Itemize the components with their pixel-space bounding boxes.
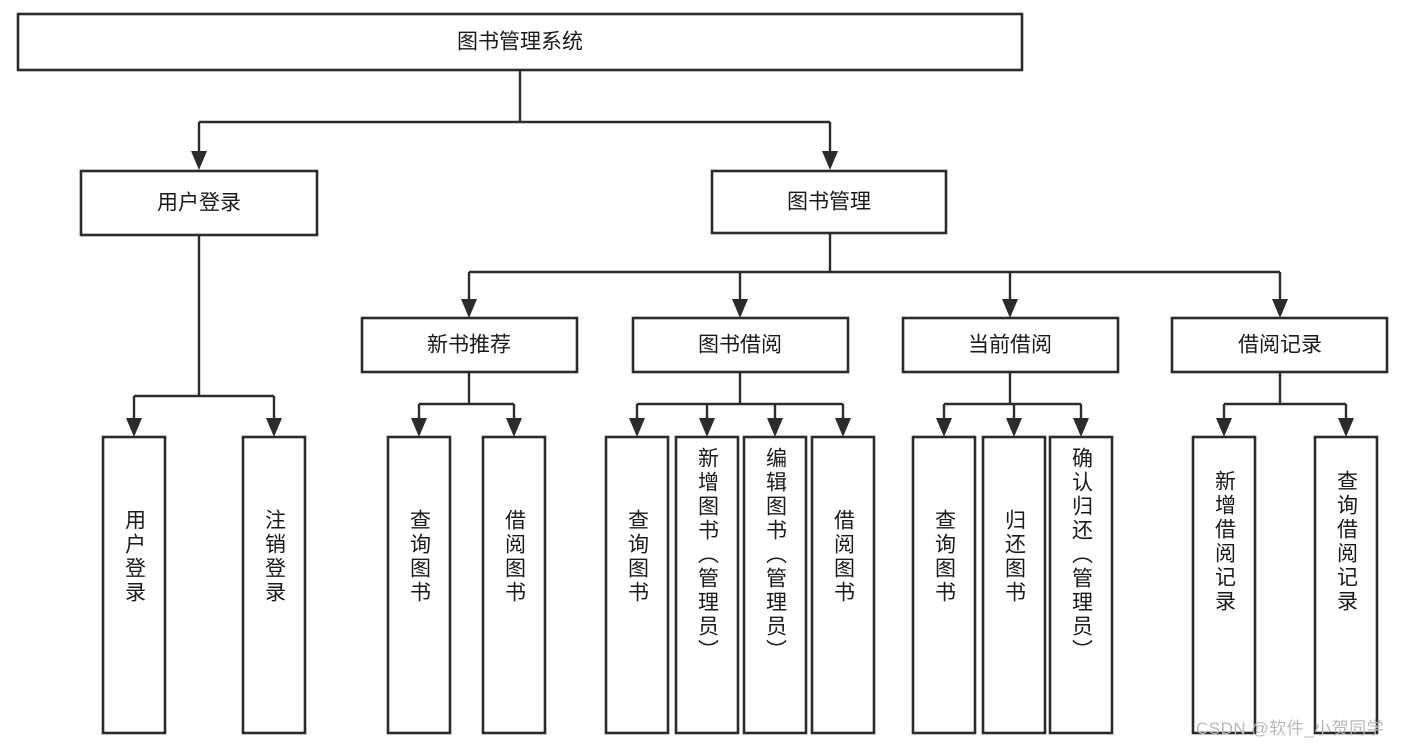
node-root-label: 图书管理系统 <box>457 31 583 54</box>
node-current-borrow[interactable]: 当前借阅 <box>901 316 1120 374</box>
node-leaf-user-login[interactable]: 用户登录 <box>101 435 167 735</box>
node-leaf-query-book-3[interactable]: 查询图书 <box>911 435 977 735</box>
connector-book-borrow-to-leaves <box>635 372 845 420</box>
node-leaf-add-book-label: 新增图书（管理员） <box>696 447 720 663</box>
connector-book-manage-to-level3 <box>467 233 1282 300</box>
node-leaf-borrow-book-1-label: 借阅图书 <box>503 509 527 605</box>
arrowhead-to-leaf-borrow-book-1 <box>506 418 522 437</box>
node-leaf-confirm-return-label: 确认归还（管理员） <box>1070 447 1094 663</box>
node-leaf-user-logout[interactable]: 注销登录 <box>241 435 307 735</box>
node-new-book-recommend[interactable]: 新书推荐 <box>360 316 579 374</box>
connector-user-login-to-leaves <box>132 235 276 420</box>
node-user-login-label: 用户登录 <box>157 192 241 215</box>
node-leaf-query-record[interactable]: 查询借阅记录 <box>1313 435 1379 735</box>
arrowhead-to-leaf-return-book <box>1006 418 1022 437</box>
node-leaf-return-book[interactable]: 归还图书 <box>981 435 1047 735</box>
arrowhead-to-leaf-query-book-2 <box>629 418 645 437</box>
arrowhead-to-leaf-user-logout <box>266 418 282 437</box>
node-borrow-record-label: 借阅记录 <box>1238 334 1322 357</box>
node-leaf-add-record-label: 新增借阅记录 <box>1213 470 1237 614</box>
node-leaf-add-record[interactable]: 新增借阅记录 <box>1191 435 1257 735</box>
node-leaf-query-book-1[interactable]: 查询图书 <box>386 435 452 735</box>
csdn-watermark: CSDN @软件_小贺同学 <box>1196 719 1384 738</box>
arrowhead-to-leaf-query-book-1 <box>411 418 427 437</box>
node-book-borrow[interactable]: 图书借阅 <box>631 316 850 374</box>
node-leaf-edit-book[interactable]: 编辑图书（管理员） <box>742 435 808 735</box>
node-leaf-borrow-book-2-label: 借阅图书 <box>832 509 856 605</box>
arrowhead-to-leaf-user-login <box>126 418 142 437</box>
node-leaf-query-book-3-label: 查询图书 <box>933 509 957 605</box>
node-book-borrow-label: 图书借阅 <box>698 334 782 357</box>
node-new-book-recommend-label: 新书推荐 <box>427 334 511 357</box>
connector-root-to-level2 <box>197 70 832 152</box>
arrowhead-to-new-book-recommend <box>461 299 477 318</box>
node-leaf-borrow-book-2[interactable]: 借阅图书 <box>810 435 876 735</box>
node-leaf-user-login-label: 用户登录 <box>123 509 147 605</box>
arrowhead-to-book-borrow <box>732 299 748 318</box>
arrowhead-to-book-manage <box>822 151 838 170</box>
connector-borrow-record-to-leaves <box>1222 372 1348 420</box>
connector-new-book-recommend-to-leaves <box>417 372 516 420</box>
node-leaf-confirm-return[interactable]: 确认归还（管理员） <box>1048 435 1114 735</box>
node-leaf-edit-book-label: 编辑图书（管理员） <box>764 447 788 663</box>
arrowhead-to-leaf-edit-book <box>767 418 783 437</box>
node-leaf-query-record-label: 查询借阅记录 <box>1335 470 1359 614</box>
arrowhead-to-leaf-add-record <box>1216 418 1232 437</box>
arrowhead-to-leaf-query-record <box>1338 418 1354 437</box>
node-leaf-query-book-2[interactable]: 查询图书 <box>604 435 670 735</box>
node-leaf-query-book-1-label: 查询图书 <box>408 509 432 605</box>
node-leaf-add-book[interactable]: 新增图书（管理员） <box>674 435 740 735</box>
node-leaf-user-logout-label: 注销登录 <box>263 509 287 605</box>
arrowhead-to-user-login <box>191 151 207 170</box>
node-current-borrow-label: 当前借阅 <box>968 334 1052 357</box>
arrowhead-to-leaf-query-book-3 <box>936 418 952 437</box>
arrowhead-to-leaf-confirm-return <box>1073 418 1089 437</box>
node-book-manage-label: 图书管理 <box>787 191 871 214</box>
node-user-login[interactable]: 用户登录 <box>79 169 319 237</box>
node-borrow-record[interactable]: 借阅记录 <box>1170 316 1389 374</box>
connector-current-borrow-to-leaves <box>942 372 1083 420</box>
arrowhead-to-leaf-add-book <box>699 418 715 437</box>
node-leaf-return-book-label: 归还图书 <box>1003 509 1027 605</box>
node-book-manage[interactable]: 图书管理 <box>710 169 948 235</box>
arrowhead-to-leaf-borrow-book-2 <box>835 418 851 437</box>
node-leaf-query-book-2-label: 查询图书 <box>626 509 650 605</box>
arrowhead-to-current-borrow <box>1002 299 1018 318</box>
node-leaf-borrow-book-1[interactable]: 借阅图书 <box>481 435 547 735</box>
arrowhead-to-borrow-record <box>1272 299 1288 318</box>
node-root[interactable]: 图书管理系统 <box>16 12 1024 72</box>
